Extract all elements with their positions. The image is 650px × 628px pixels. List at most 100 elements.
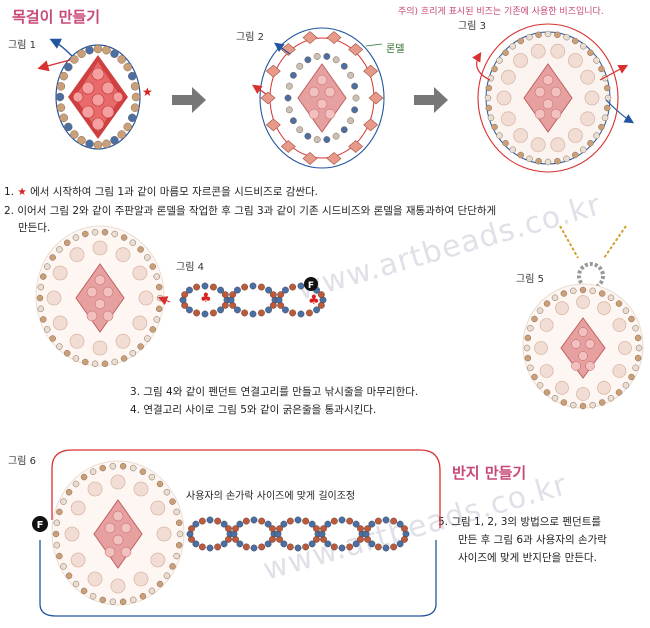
seed-bead [102, 139, 111, 149]
loop-bead [282, 306, 289, 314]
loop-bead [313, 306, 320, 314]
seed-bead [89, 593, 97, 600]
loop-bead [201, 282, 209, 290]
seed-bead [153, 273, 160, 280]
loop-bead [234, 306, 241, 314]
loop-bead [313, 525, 320, 533]
seed-bead [111, 358, 118, 366]
seed-bead [323, 52, 331, 60]
figure-1-label: 그림 1 [8, 40, 36, 51]
rhombus-crystal [560, 317, 606, 379]
rondelle-bead [46, 290, 62, 306]
loop-bead [294, 516, 302, 524]
seed-bead [491, 123, 498, 131]
loop-bead [401, 525, 408, 533]
seed-bead [156, 580, 164, 588]
loop-bead [217, 306, 224, 314]
loop-bead [390, 543, 398, 551]
loop-bead [258, 309, 265, 317]
seed-bead [598, 123, 605, 131]
seed-bead [60, 498, 67, 505]
rondelle-bead [555, 301, 569, 316]
seed-bead [526, 33, 533, 41]
rhombus-crystal [93, 499, 143, 569]
rondelle-bead [110, 578, 126, 594]
rondelle-bead [597, 301, 611, 316]
seed-bead [144, 335, 151, 342]
seed-bead [153, 316, 160, 323]
loop-bead [188, 525, 195, 533]
rondelle-bead [513, 53, 528, 68]
loop-bead [217, 286, 224, 294]
seed-bead [531, 373, 538, 381]
seed-bead [543, 389, 551, 396]
seed-bead [169, 563, 176, 570]
rondelle-bead [539, 364, 554, 378]
seed-bead [110, 49, 119, 59]
seed-bead [347, 71, 355, 79]
rondelle-bead [612, 318, 627, 332]
step-5b: 만든 후 그림 6과 사용자의 손가락 [458, 534, 607, 546]
seed-bead [351, 82, 359, 90]
seed-bead [587, 140, 594, 147]
seed-bead [65, 488, 73, 496]
seed-bead [63, 239, 71, 246]
rhombus-crystal [75, 263, 125, 333]
loop-bead [198, 543, 206, 551]
seed-bead [37, 305, 45, 313]
seed-bead [535, 157, 542, 165]
seed-bead [634, 334, 642, 342]
rondelle-bead [150, 552, 166, 568]
rondelle-bead [555, 380, 569, 395]
loop-bead [401, 535, 408, 543]
seed-bead [496, 57, 503, 64]
loop-bead [382, 516, 390, 524]
figure-1-drawing: ★ [37, 38, 153, 150]
loop-bead [192, 520, 200, 528]
club-marker-2: ♣ [308, 293, 320, 308]
loop-bead [192, 540, 200, 548]
seed-bead [551, 294, 559, 302]
seed-bead [149, 326, 157, 333]
seed-bead [144, 254, 151, 261]
loop-bead [193, 283, 200, 291]
bicone-bead [326, 152, 342, 165]
seed-bead [56, 508, 63, 516]
finish-marker-label: F [308, 281, 314, 291]
seed-bead [487, 74, 495, 82]
ring-fit-label: 사용자의 손가락 사이즈에 맞게 길이조정 [186, 491, 356, 502]
rondelle-bead [618, 341, 632, 355]
loop-bead [186, 286, 193, 294]
seed-bead [580, 146, 587, 154]
seed-bead [149, 263, 157, 270]
loop-bead [280, 520, 288, 528]
loop-bead [374, 543, 382, 551]
seed-bead [598, 290, 606, 297]
seed-bead [313, 136, 321, 144]
loop-bead [236, 540, 244, 548]
seed-bead [49, 335, 56, 342]
seed-bead [332, 132, 340, 140]
loop-bead [396, 520, 404, 528]
loop-bead [210, 309, 217, 317]
note-text: 주의) 흐리게 표시된 비즈는 기존에 사용한 비즈입니다. [398, 7, 604, 17]
rondelle-bead [110, 474, 126, 490]
rondelle-bead [576, 387, 590, 401]
seed-bead [622, 382, 630, 389]
seed-bead [536, 307, 544, 314]
pendant-rondelles [534, 295, 632, 401]
figure-3-drawing [472, 23, 635, 173]
seed-bead [571, 151, 579, 159]
seed-bead [77, 135, 86, 145]
rondelle-bead [156, 526, 172, 542]
seed-bead [570, 287, 577, 295]
finish-marker-label: F [37, 520, 44, 531]
seed-bead [40, 273, 47, 280]
seed-bead [485, 84, 492, 92]
figure-6-label: 그림 6 [8, 456, 36, 467]
seed-bead [163, 572, 171, 580]
rondelle-bead [64, 526, 80, 542]
seed-bead [82, 230, 89, 238]
seed-bead [148, 473, 156, 481]
seed-bead [347, 117, 355, 125]
